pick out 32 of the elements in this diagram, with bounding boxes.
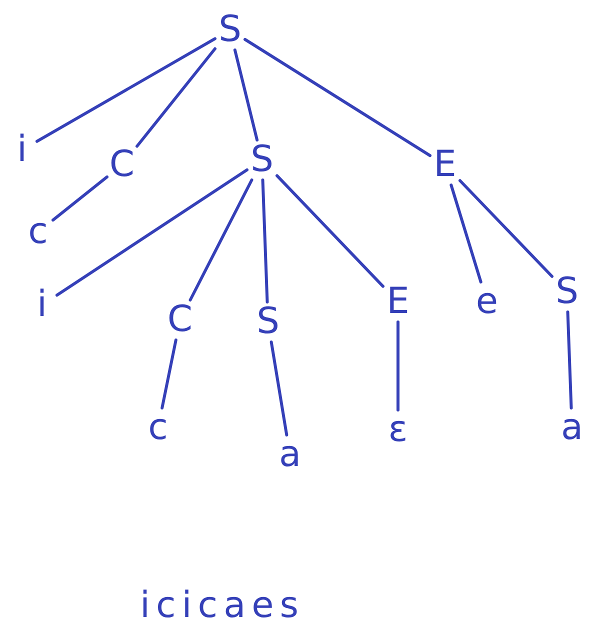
tree-branch [36, 37, 216, 143]
tree-symbol: e [472, 282, 502, 322]
tree-symbol: a [557, 408, 587, 448]
tree-symbol: S [552, 272, 582, 312]
tree-symbol: S [253, 302, 283, 342]
tree-symbol: c [143, 408, 173, 448]
tree-branch [270, 340, 288, 436]
tree-branch [566, 310, 573, 410]
tree-branch [233, 48, 259, 142]
tree-symbol: C [165, 300, 195, 340]
tree-symbol: i [7, 130, 37, 170]
tree-branch [160, 338, 178, 410]
derived-string: icicaes [140, 588, 305, 624]
tree-branch [136, 47, 216, 148]
tree-symbol: C [107, 145, 137, 185]
tree-symbol: S [215, 10, 245, 50]
tree-branch [458, 179, 554, 278]
tree-symbol: c [23, 212, 53, 252]
tree-branch [52, 175, 108, 222]
tree-symbol: i [27, 285, 57, 325]
tree-symbol: E [430, 145, 460, 185]
tree-branch [396, 320, 400, 412]
tree-symbol: ε [383, 410, 413, 450]
tree-branch [188, 178, 254, 302]
tree-symbol: S [247, 140, 277, 180]
tree-branch [450, 184, 482, 284]
tree-branch [56, 168, 248, 297]
tree-branch [244, 38, 432, 158]
tree-branch [276, 174, 384, 288]
tree-branch [261, 178, 269, 304]
tree-symbol: a [275, 435, 305, 475]
tree-symbol: E [383, 282, 413, 322]
